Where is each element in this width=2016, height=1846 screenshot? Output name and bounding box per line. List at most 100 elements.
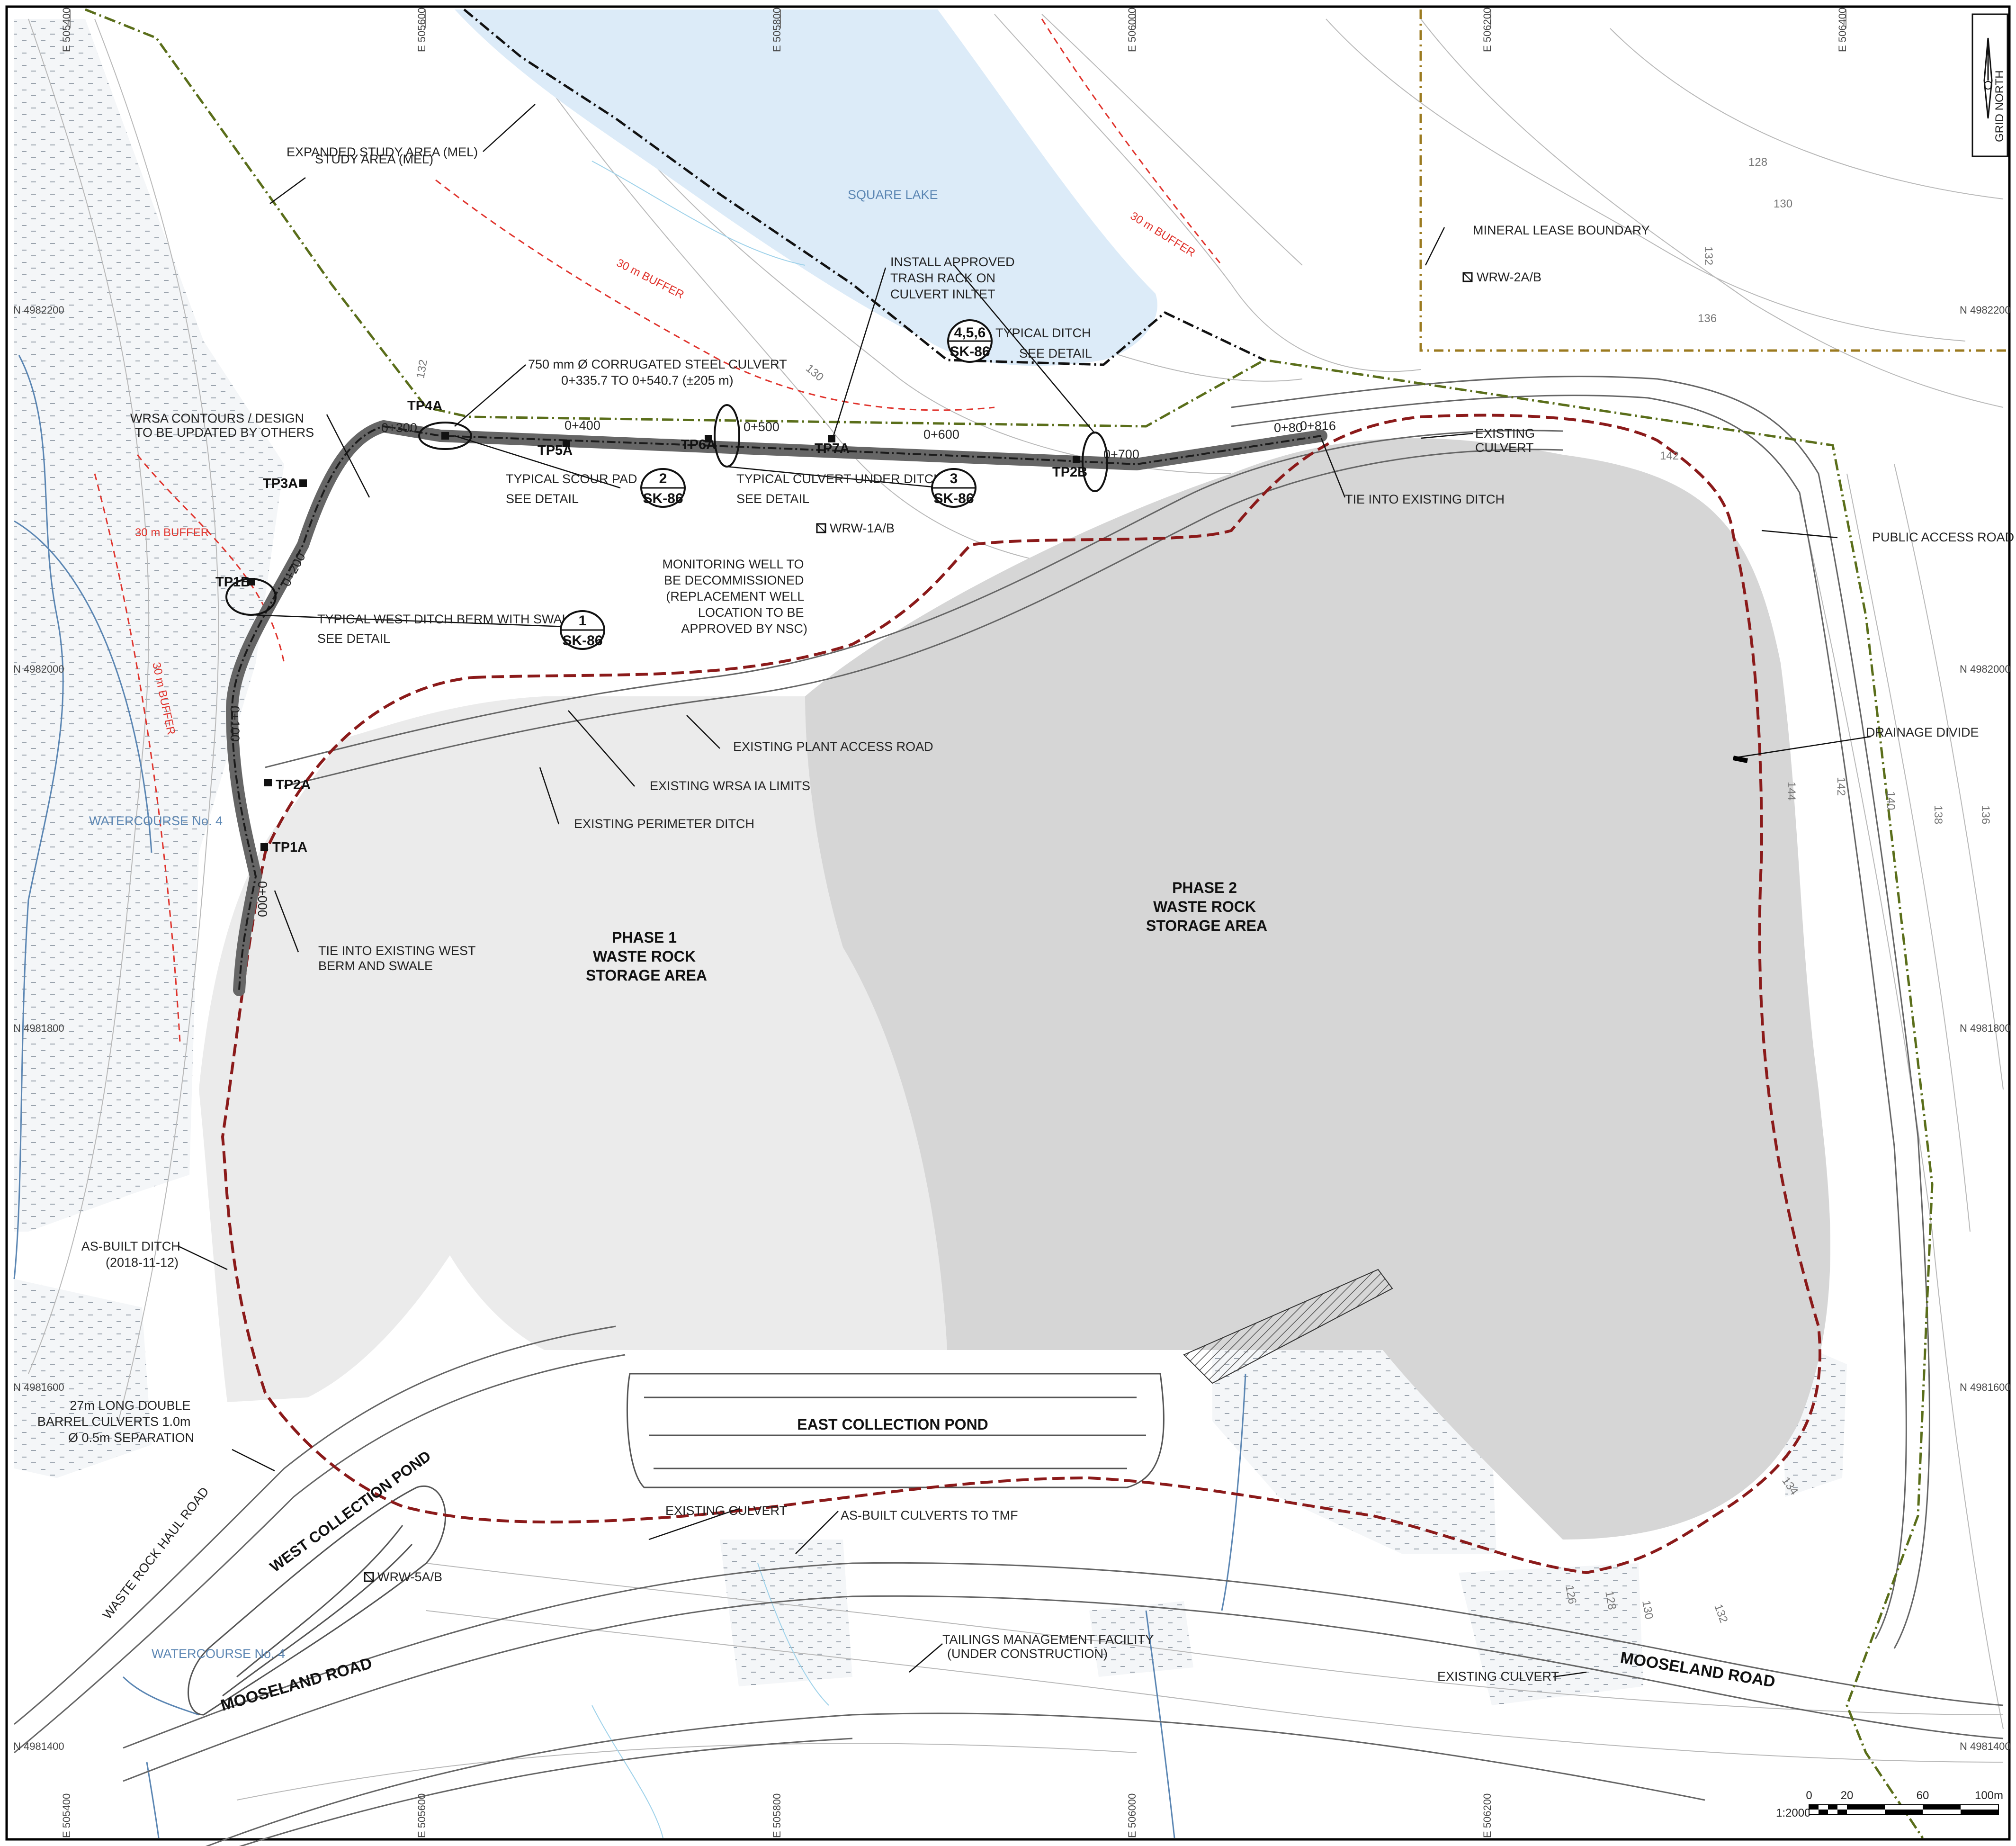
svg-text:142: 142 [1835, 777, 1847, 796]
svg-text:WRW-5A/B: WRW-5A/B [377, 1570, 442, 1584]
test-pit-label: TP7A [815, 441, 850, 456]
chainage-label: 0+700 [1103, 447, 1139, 461]
tie-ditch-callout: TIE INTO EXISTING DITCH [1345, 492, 1505, 506]
chainage-label: 0+100 [228, 706, 242, 742]
double-culvert-callout: 27m LONG DOUBLE BARREL CULVERTS 1.0m Ø 0… [37, 1398, 194, 1445]
hatched-embankment [1183, 1269, 1393, 1384]
easting-label-bottom: E 505400 [61, 1793, 72, 1838]
drainage-divide-label: DRAINAGE DIVIDE [1866, 725, 1979, 739]
svg-text:136: 136 [1979, 805, 1992, 824]
easting-label: E 505800 [771, 8, 783, 52]
detail-bubble-culvert: TYPICAL CULVERT UNDER DITCH SEE DETAIL 3… [736, 468, 977, 508]
wrsa-limit [221, 414, 1821, 1575]
grid-eastings: E 505400 E 505600 E 505800 E 506000 E 50… [61, 8, 1848, 1838]
svg-text:134: 134 [1779, 1475, 1801, 1497]
northing-label: N 4981600 [13, 1381, 64, 1393]
existing-culvert-s-label: EXISTING CULVERT [665, 1504, 787, 1518]
wrsa-limits-label: EXISTING WRSA IA LIMITS [650, 779, 810, 793]
easting-label: E 505400 [61, 8, 72, 52]
mooseland-road-east-label: MOOSELAND ROAD [1619, 1648, 1776, 1691]
detail-sheet: SK-86 [643, 491, 683, 506]
detail-number: 1 [579, 613, 587, 629]
test-pit-label: TP2B [1052, 465, 1087, 480]
easting-label: E 506200 [1481, 8, 1493, 52]
phase-2-area [805, 438, 1830, 1540]
monitoring-well-callout: MONITORING WELL TO BE DECOMMISSIONED (RE… [662, 557, 807, 636]
test-pit-markers: TP4A TP5A TP6A TP7A TP2B TP3A TP1B TP2A … [215, 398, 1087, 855]
phase-2-label: PHASE 2 WASTE ROCK STORAGE AREA [1146, 879, 1267, 934]
northing-label: N 4982200 [13, 304, 64, 316]
svg-text:138: 138 [1932, 805, 1944, 824]
detail-sheet: SK-86 [950, 344, 990, 360]
scale-bar: 1:2000 0 20 60 100m [1776, 1789, 2003, 1819]
perimeter-ditch-label: EXISTING PERIMETER DITCH [574, 817, 754, 831]
chainage-label: 0+816 [1300, 419, 1336, 433]
buffer-label: 30 m BUFFER [1128, 209, 1198, 260]
detail-see: SEE DETAIL [1019, 346, 1092, 360]
northing-label: N 4981800 [13, 1022, 64, 1034]
detail-sheet: SK-86 [562, 633, 602, 648]
northing-label-right: N 4981600 [1960, 1381, 2011, 1393]
plant-access-road-label: EXISTING PLANT ACCESS ROAD [733, 739, 933, 754]
northing-label-right: N 4981400 [1960, 1740, 2011, 1752]
easting-label: E 505600 [416, 8, 428, 52]
roads [14, 376, 2004, 1846]
grid-ticks [70, 9, 1846, 28]
northing-label: N 4982000 [13, 663, 64, 675]
svg-text:WRW-2A/B: WRW-2A/B [1477, 270, 1541, 284]
svg-text:132: 132 [1711, 1603, 1730, 1625]
scale-tick: 0 [1806, 1789, 1812, 1802]
detail-title: TYPICAL CULVERT UNDER DITCH [736, 472, 943, 486]
easting-label: E 506400 [1837, 8, 1848, 52]
detail-bubble-west-berm: TYPICAL WEST DITCH BERM WITH SWALE SEE D… [317, 610, 605, 650]
chainage-label: 0+300 [381, 421, 417, 435]
easting-label-bottom: E 505600 [416, 1793, 428, 1838]
northing-label-right: N 4981800 [1960, 1022, 2011, 1034]
svg-text:144: 144 [1785, 782, 1798, 801]
chainage-labels: 0+300 0+400 0+500 0+600 0+700 0+816 0+80… [228, 418, 1336, 917]
study-area-label: STUDY AREA (MEL) [315, 152, 433, 166]
detail-see: SEE DETAIL [506, 492, 579, 506]
west-collection-pond [188, 1486, 446, 1716]
scale-ratio: 1:2000 [1776, 1807, 1810, 1819]
north-arrow: GRID NORTH [1971, 13, 2008, 157]
tmf-callout: TAILINGS MANAGEMENT FACILITY (UNDER CONS… [942, 1632, 1157, 1661]
detail-title: TYPICAL SCOUR PAD [506, 472, 637, 486]
chainage-label: 0+600 [923, 427, 959, 441]
east-collection-pond-label: EAST COLLECTION POND [797, 1416, 988, 1433]
svg-text:132: 132 [1702, 246, 1715, 265]
watercourse-label: WATERCOURSE No. 4 [152, 1647, 285, 1661]
drainage-divide-marker [1733, 756, 1748, 763]
mineral-lease-label: MINERAL LEASE BOUNDARY [1473, 223, 1650, 237]
existing-culvert-ne-callout: EXISTING CULVERT [1475, 426, 1539, 455]
haul-road-label: WASTE ROCK HAUL ROAD [100, 1485, 212, 1622]
existing-culvert-se-label: EXISTING CULVERT [1437, 1669, 1559, 1684]
svg-text:132: 132 [414, 359, 430, 379]
expanded-study-area-line [463, 9, 1265, 366]
public-access-road-label: PUBLIC ACCESS ROAD [1872, 530, 2014, 544]
north-arrow-label: GRID NORTH [1993, 70, 2006, 142]
chainage-label: 0+200 [279, 550, 308, 589]
asbuilt-culverts-label: AS-BUILT CULVERTS TO TMF [841, 1508, 1018, 1522]
svg-text:130: 130 [1774, 198, 1792, 210]
svg-text:130: 130 [803, 362, 826, 384]
west-collection-pond-label: WEST COLLECTION POND [267, 1447, 434, 1576]
scale-tick: 20 [1841, 1789, 1854, 1802]
easting-label-bottom: E 505800 [771, 1793, 783, 1838]
grid-northings: N 4982200 N 4982000 N 4981800 N 4981600 … [13, 304, 2011, 1752]
east-collection-pond [626, 1373, 1165, 1488]
svg-text:WRW-1A/B: WRW-1A/B [830, 521, 895, 535]
detail-bubble-ditch: 4,5,6 SK-86 TYPICAL DITCH SEE DETAIL [947, 319, 1092, 363]
lake-label: SQUARE LAKE [848, 188, 938, 202]
northing-label: N 4981400 [13, 1740, 64, 1752]
map-frame [5, 5, 2011, 1841]
buffer-label: 30 m BUFFER [614, 256, 686, 301]
svg-text:128: 128 [1748, 156, 1767, 169]
test-pit-label: TP1B [215, 575, 251, 590]
watercourse-label: WATERCOURSE No. 4 [89, 814, 223, 828]
test-pit-label: TP3A [263, 476, 298, 491]
svg-text:142: 142 [1660, 450, 1679, 462]
detail-sheet: SK-86 [933, 491, 974, 506]
